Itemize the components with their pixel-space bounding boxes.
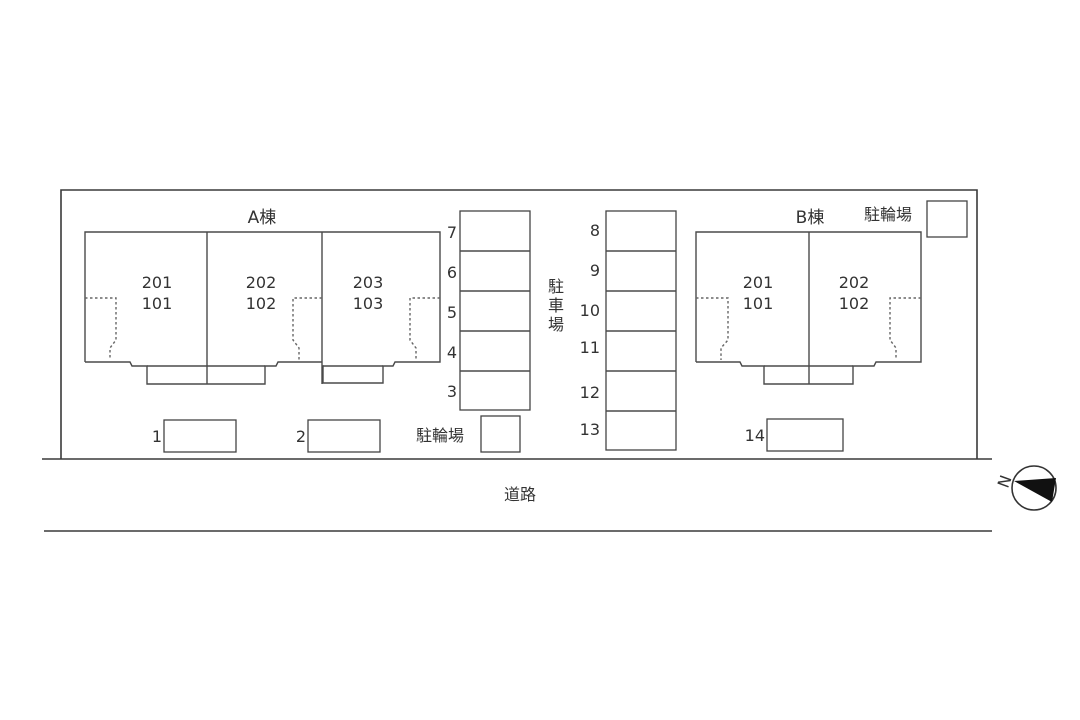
parking-space-12: 12 xyxy=(580,383,600,402)
parking-space-2: 2 xyxy=(296,427,306,446)
svg-text:車: 車 xyxy=(548,296,564,315)
parking-label: 駐 車 場 xyxy=(548,277,564,334)
parking-space-13: 13 xyxy=(580,420,600,439)
building-b-label: B棟 xyxy=(796,208,825,228)
parking-space-9: 9 xyxy=(590,261,600,280)
unit-a-101: 101 xyxy=(142,294,173,313)
unit-b-102: 102 xyxy=(839,294,870,313)
road-label: 道路 xyxy=(504,485,536,504)
parking-space-14: 14 xyxy=(745,426,765,445)
north-label: N xyxy=(994,473,1016,491)
front-parking: 1 2 14 xyxy=(152,418,844,453)
bicycle-parking-center: 駐輪場 xyxy=(416,415,521,453)
bicycle-parking-right-label: 駐輪場 xyxy=(864,205,912,224)
unit-a-102: 102 xyxy=(246,294,277,313)
site-boundary xyxy=(60,189,978,459)
svg-text:駐: 駐 xyxy=(548,277,564,296)
parking-space-10: 10 xyxy=(580,301,600,320)
unit-a-103: 103 xyxy=(353,294,384,313)
parking-space-8: 8 xyxy=(590,221,600,240)
parking-space-4: 4 xyxy=(447,343,457,362)
unit-a-202: 202 xyxy=(246,273,277,292)
parking-right-column: 8 9 10 11 12 13 xyxy=(580,210,677,451)
bicycle-parking-right: 駐輪場 xyxy=(864,200,968,238)
unit-a-203: 203 xyxy=(353,273,384,292)
unit-b-101: 101 xyxy=(743,294,774,313)
parking-space-6: 6 xyxy=(447,263,457,282)
parking-space-5: 5 xyxy=(447,303,457,322)
parking-space-3: 3 xyxy=(447,382,457,401)
unit-a-201: 201 xyxy=(142,273,173,292)
parking-space-7: 7 xyxy=(447,223,457,242)
svg-text:場: 場 xyxy=(548,315,564,334)
parking-space-11: 11 xyxy=(580,338,600,357)
unit-b-201: 201 xyxy=(743,273,774,292)
parking-space-1: 1 xyxy=(152,427,162,446)
building-a-label: A棟 xyxy=(248,208,277,228)
north-compass-icon: N xyxy=(994,465,1057,511)
bicycle-parking-center-label: 駐輪場 xyxy=(416,426,464,445)
unit-b-202: 202 xyxy=(839,273,870,292)
building-b: B棟 201 101 202 102 xyxy=(695,208,922,385)
building-a: A棟 201 101 202 102 203 103 xyxy=(84,208,441,385)
parking-left-column: 7 6 5 4 3 xyxy=(447,210,531,411)
